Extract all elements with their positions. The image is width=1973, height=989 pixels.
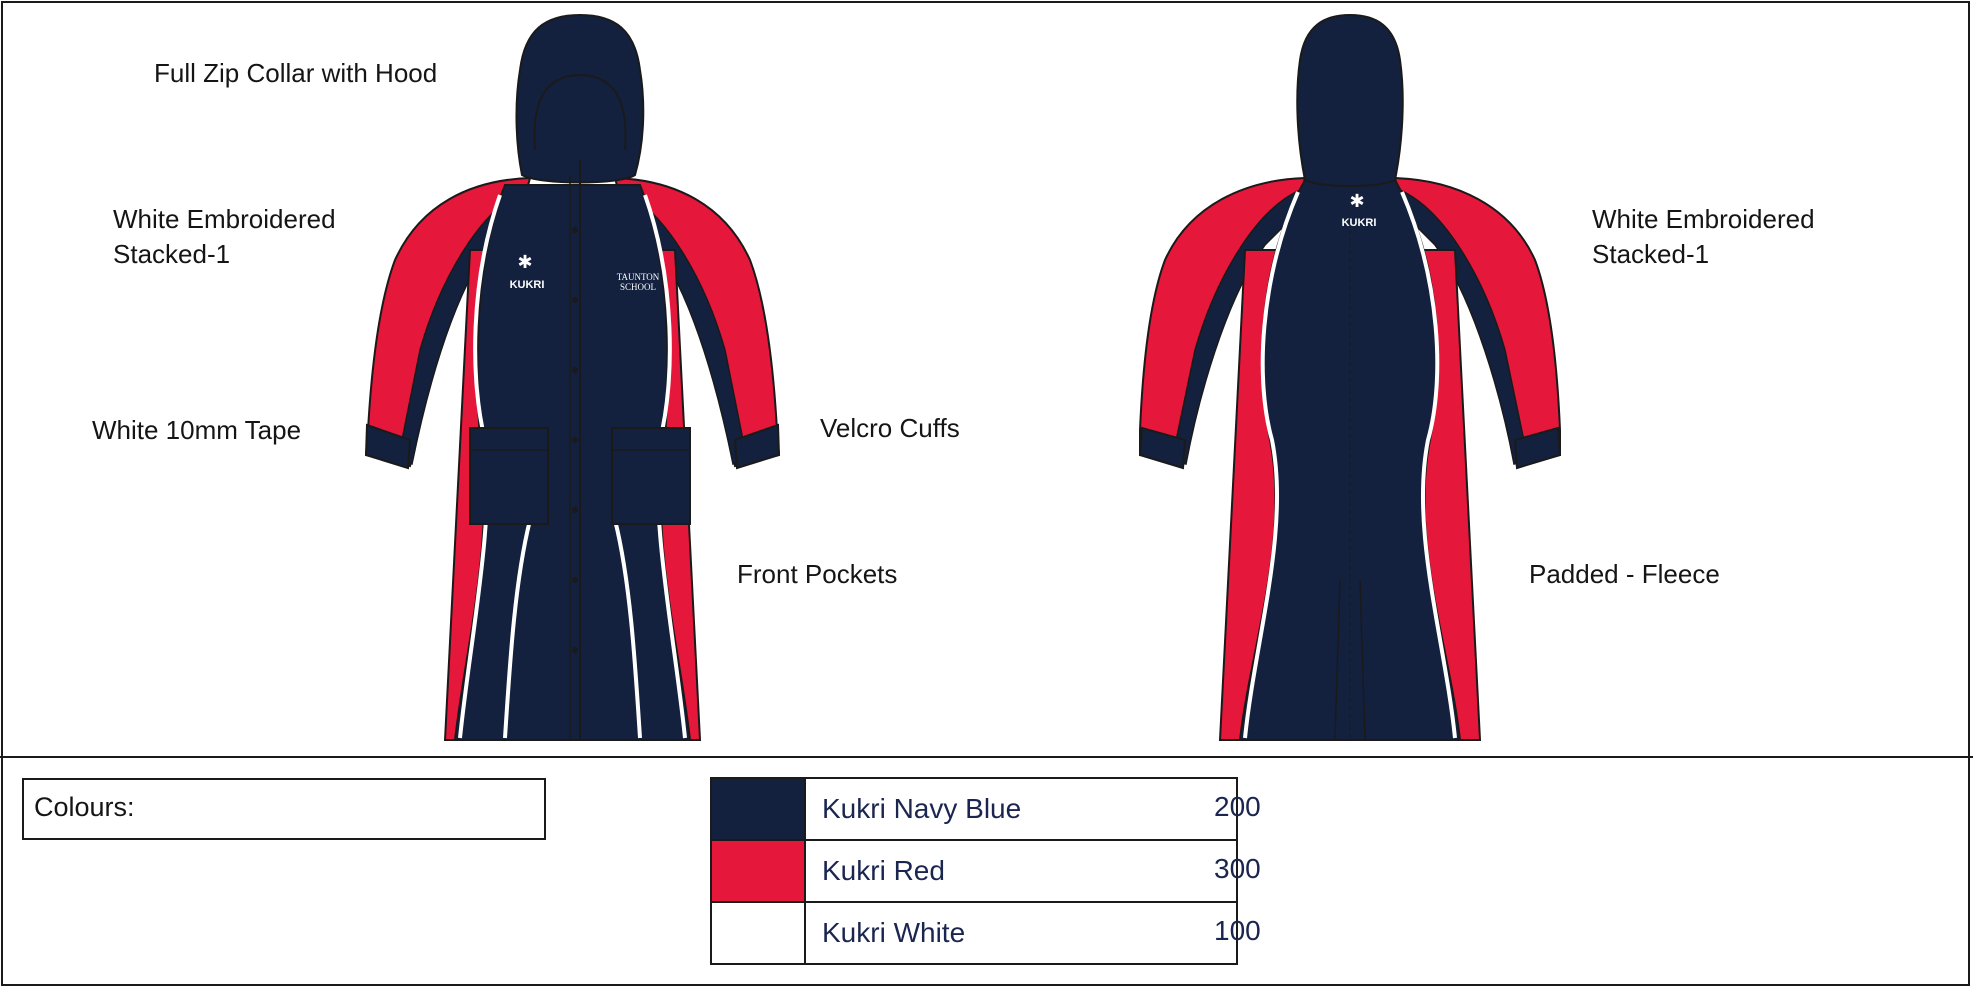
swatch-white	[710, 901, 806, 965]
swatch-name: Kukri Navy Blue	[822, 793, 1022, 824]
back-view: ✱ KUKRI	[1138, 13, 1562, 741]
colours-label: Colours:	[34, 792, 135, 822]
swatch-navy	[710, 777, 806, 841]
back-kukri-logo-mark: ✱	[1349, 191, 1364, 211]
annotation-back-logo: White Embroidered Stacked-1	[1592, 204, 1815, 269]
section-divider	[0, 756, 1973, 758]
front-left-pocket	[469, 427, 549, 525]
annotation-padding: Padded - Fleece	[1529, 559, 1720, 589]
swatch-code: 300	[1214, 853, 1261, 884]
front-hood	[515, 13, 645, 184]
colours-box: Colours:	[22, 778, 546, 840]
front-kukri-logo: KUKRI	[510, 279, 545, 291]
back-hood	[1296, 13, 1404, 187]
front-body-navy	[453, 184, 692, 741]
swatch-code: 100	[1214, 915, 1261, 946]
swatch-code: 200	[1214, 791, 1261, 822]
front-school-logo-line2: SCHOOL	[620, 282, 656, 292]
colour-swatch-table: Kukri Navy Blue 200 Kukri Red 300 Kukri …	[710, 777, 1261, 965]
swatch-name: Kukri White	[822, 917, 966, 948]
annotation-tape: White 10mm Tape	[92, 415, 302, 445]
swatch-row: Kukri White 100	[710, 901, 1261, 965]
front-left-cuff	[364, 423, 412, 470]
swatch-row: Kukri Navy Blue 200	[710, 777, 1261, 841]
annotation-hood: Full Zip Collar with Hood	[154, 58, 438, 88]
annotation-pockets: Front Pockets	[737, 559, 898, 589]
front-right-cuff	[733, 423, 781, 470]
front-view: ✱ KUKRI TAUNTON SCHOOL	[364, 13, 781, 741]
back-kukri-logo: KUKRI	[1342, 217, 1377, 229]
front-school-logo-line1: TAUNTON	[617, 272, 660, 282]
front-right-pocket	[611, 427, 691, 525]
swatch-row: Kukri Red 300	[710, 839, 1261, 903]
front-kukri-logo-mark: ✱	[517, 252, 532, 272]
swatch-red	[710, 839, 806, 903]
swatch-name: Kukri Red	[822, 855, 945, 886]
annotation-front-logo: White Embroidered Stacked-1	[113, 204, 336, 269]
garment-illustration: ✱ KUKRI TAUNTON SCHOOL ✱ KUKRI	[364, 13, 1562, 741]
annotation-cuffs: Velcro Cuffs	[820, 413, 960, 443]
